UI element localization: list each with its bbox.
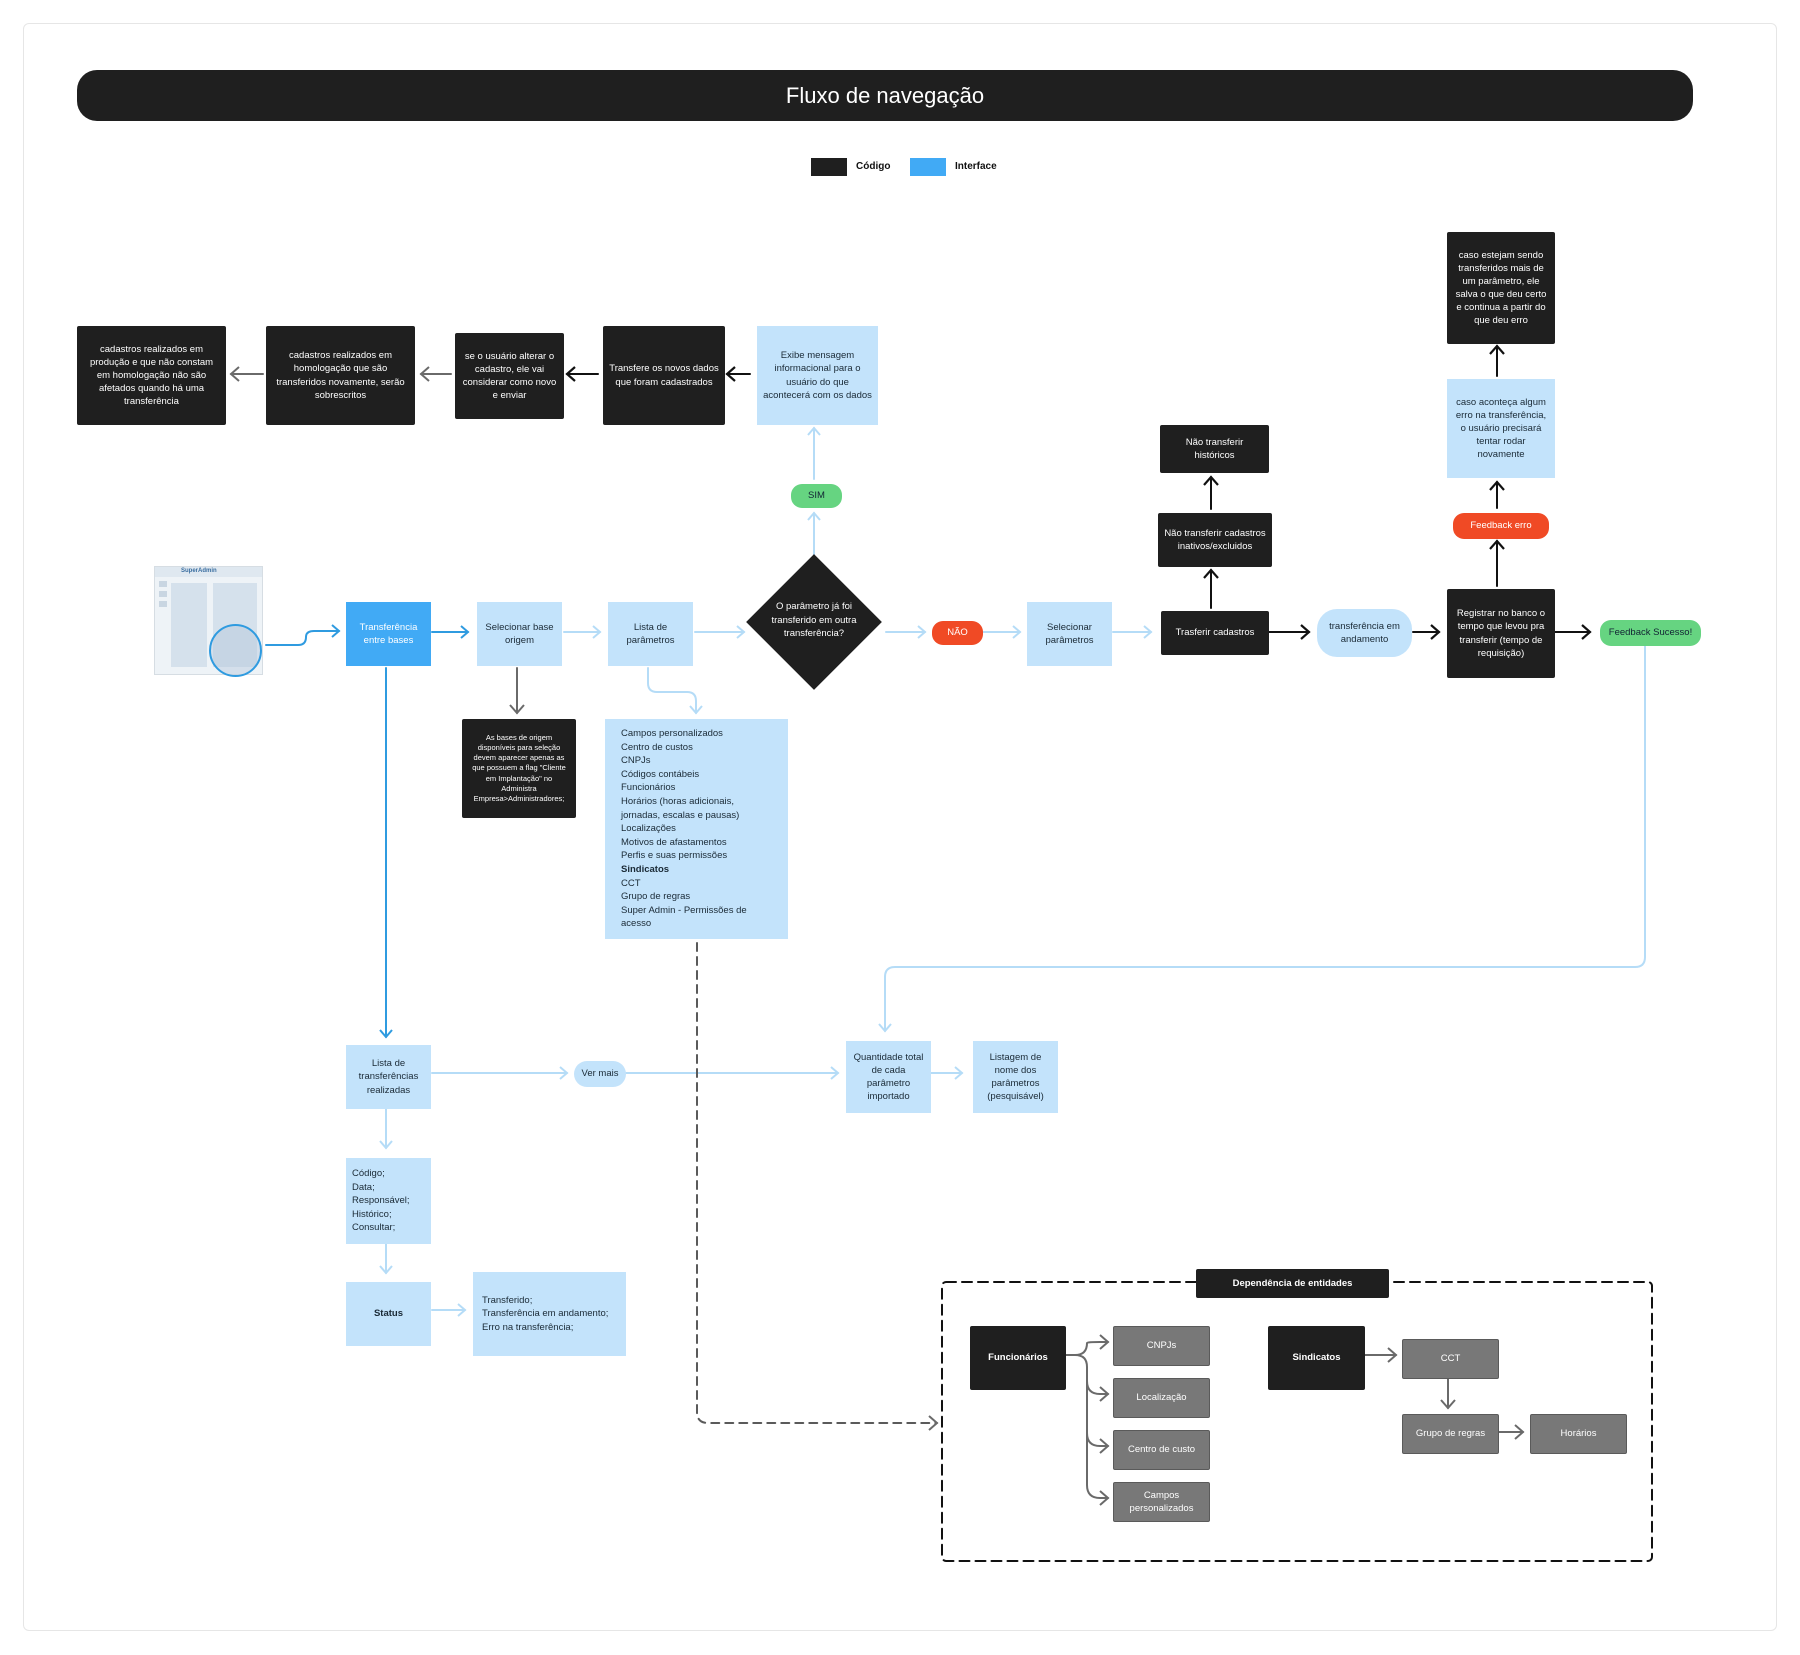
- listagem-parametros-node: Listagem de nome dos parâmetros (pesquis…: [973, 1041, 1058, 1113]
- parametro-item: jornadas, escalas e pausas): [621, 809, 740, 821]
- highlight-circle: [209, 624, 262, 677]
- parametro-item: Horários (horas adicionais,: [621, 795, 734, 807]
- mock-sidebar-item: [159, 601, 167, 607]
- parametro-item: CCT: [621, 877, 641, 889]
- connector: [1086, 1432, 1110, 1506]
- dep-grupo-regras-node: Grupo de regras: [1402, 1414, 1499, 1454]
- coluna-item: Data;: [352, 1181, 375, 1193]
- funcionarios-node: Funcionários: [970, 1326, 1066, 1390]
- dependencia-title: Dependência de entidades: [1196, 1269, 1389, 1298]
- coluna-item: Consultar;: [352, 1222, 396, 1234]
- homologacao-node: cadastros realizados em homologação que …: [266, 326, 415, 425]
- parametro-item: Motivos de afastamentos: [621, 836, 727, 848]
- legend-swatch-interface: [910, 158, 946, 176]
- nao-transferir-inativos-node: Não transferir cadastros inativos/exclui…: [1158, 513, 1272, 567]
- connector: [647, 667, 703, 715]
- status-node: Status: [346, 1282, 431, 1346]
- selecionar-base-node[interactable]: Selecionar base origem: [477, 602, 562, 666]
- mock-label: SuperAdmin: [181, 568, 217, 574]
- feedback-erro-badge: Feedback erro: [1453, 513, 1549, 539]
- nao-transferir-historicos-node: Não transferir históricos: [1160, 425, 1269, 473]
- decisao-label: O parâmetro já foi transferido em outra …: [771, 601, 857, 639]
- parametro-item: Localizações: [621, 823, 676, 835]
- mock-sidebar-item: [159, 581, 167, 587]
- parametro-item: CNPJs: [621, 755, 651, 767]
- parametro-item: Códigos contábeis: [621, 768, 700, 780]
- coluna-item: Código;: [352, 1168, 385, 1180]
- parametro-item: Funcionários: [621, 782, 676, 794]
- legend-swatch-codigo: [811, 158, 847, 176]
- mock-panel: [171, 583, 207, 667]
- connector: [1064, 1334, 1110, 1356]
- lista-parametros-node[interactable]: Lista de parâmetros: [608, 602, 693, 666]
- parametro-item: Sindicatos: [621, 863, 670, 875]
- dep-cct-node: CCT: [1402, 1339, 1499, 1379]
- usuario-alterar-node: se o usuário alterar o cadastro, ele vai…: [455, 333, 564, 419]
- nao-badge: NÃO: [932, 621, 983, 645]
- exibe-mensagem-node[interactable]: Exibe mensagem informacional para o usuá…: [757, 326, 878, 425]
- feedback-sucesso-badge: Feedback Sucesso!: [1600, 620, 1701, 646]
- transferencia-entre-bases-node[interactable]: Transferência entre bases: [346, 602, 431, 666]
- status-valor: Erro na transferência;: [482, 1321, 574, 1333]
- connector: [878, 644, 1646, 1033]
- connector: [1074, 1354, 1110, 1402]
- connector: [265, 624, 341, 646]
- sindicatos-node: Sindicatos: [1268, 1326, 1365, 1390]
- parametro-item: Centro de custos: [621, 741, 693, 753]
- dep-localizacao-node: Localização: [1113, 1378, 1210, 1418]
- status-valores-node: Transferido; Transferência em andamento;…: [473, 1272, 626, 1356]
- coluna-item: Histórico;: [352, 1208, 392, 1220]
- parametro-item: Campos personalizados: [621, 728, 723, 739]
- status-valor: Transferido;: [482, 1294, 533, 1306]
- dep-campos-personalizados-node: Campos personalizados: [1113, 1482, 1210, 1522]
- coluna-item: Responsável;: [352, 1195, 410, 1207]
- parametro-item: Perfis e suas permissões: [621, 850, 728, 862]
- selecionar-parametros-node[interactable]: Selecionar parâmetros: [1027, 602, 1112, 666]
- caso-mais-node: caso estejam sendo transferidos mais de …: [1447, 232, 1555, 344]
- transferir-cadastros-node: Trasferir cadastros: [1161, 611, 1269, 655]
- mock-header: [155, 567, 262, 577]
- mock-sidebar-item: [159, 591, 167, 597]
- dep-cnpjs-node: CNPJs: [1113, 1326, 1210, 1366]
- dep-horarios-node: Horários: [1530, 1414, 1627, 1454]
- connector: [696, 942, 939, 1431]
- legend-label-codigo: Código: [856, 161, 891, 172]
- transfere-novos-node: Transfere os novos dados que foram cadas…: [603, 326, 725, 425]
- sim-badge: SIM: [791, 484, 842, 508]
- em-andamento-node: transferência em andamento: [1317, 609, 1412, 657]
- dep-centro-custo-node: Centro de custo: [1113, 1430, 1210, 1470]
- caso-erro-node: caso aconteça algum erro na transferênci…: [1447, 379, 1555, 478]
- parametro-item: Super Admin - Permissões de: [621, 904, 747, 916]
- superadmin-screen-thumbnail: SuperAdmin: [154, 566, 263, 677]
- legend-label-interface: Interface: [955, 161, 997, 172]
- lista-transferencias-node[interactable]: Lista de transferências realizadas: [346, 1045, 431, 1109]
- quantidade-total-node: Quantidade total de cada parâmetro impor…: [846, 1041, 931, 1113]
- bases-origem-note: As bases de origem disponíveis para sele…: [462, 719, 576, 818]
- registrar-tempo-node: Registrar no banco o tempo que levou pra…: [1447, 589, 1555, 678]
- producao-node: cadastros realizados em produção e que n…: [77, 326, 226, 425]
- parametro-item: acesso: [621, 918, 652, 930]
- colunas-node: Código; Data; Responsável; Histórico; Co…: [346, 1158, 431, 1244]
- status-valor: Transferência em andamento;: [482, 1308, 609, 1320]
- canvas-frame: [23, 23, 1777, 1631]
- page-title: Fluxo de navegação: [77, 70, 1693, 121]
- parametro-item: Grupo de regras: [621, 891, 691, 903]
- ver-mais-button[interactable]: Ver mais: [574, 1061, 626, 1087]
